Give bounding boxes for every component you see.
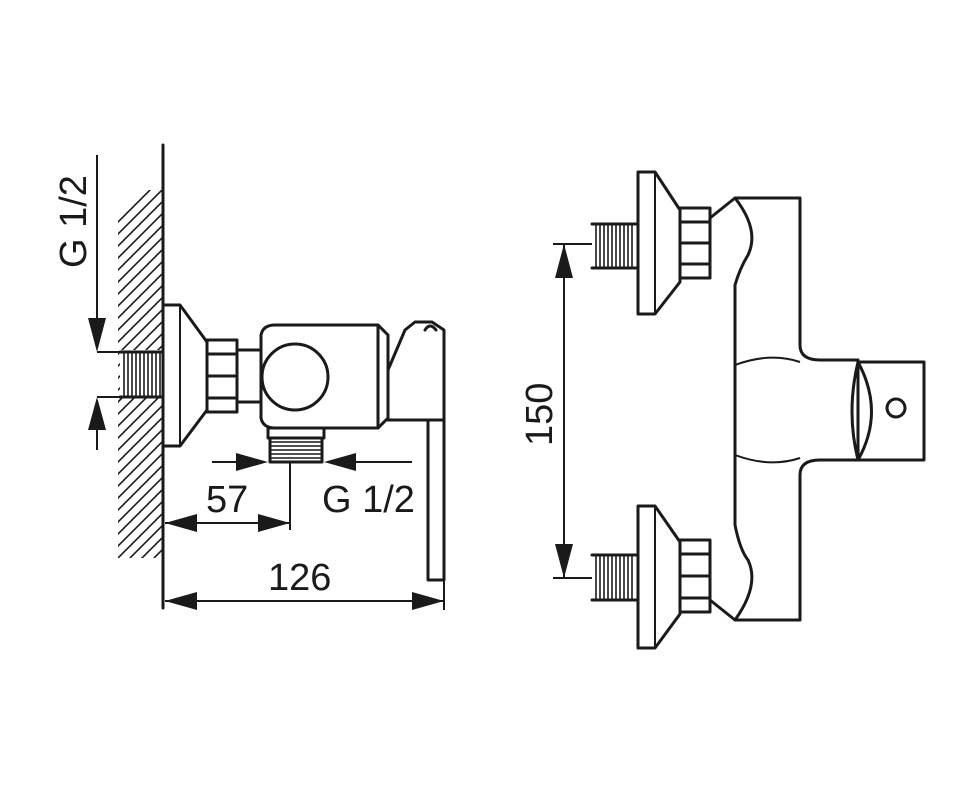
front-view: 150 bbox=[519, 170, 926, 650]
outlet-offset-dimension: 57 bbox=[165, 462, 291, 532]
bottom-inlet bbox=[590, 504, 712, 650]
side-view: G 1/2 G 1/2 57 126 bbox=[53, 143, 446, 610]
projection-label: 126 bbox=[268, 557, 331, 599]
outlet-thread bbox=[266, 426, 326, 464]
mixer-body-front bbox=[708, 196, 860, 622]
inlet-spacing-dimension: 150 bbox=[519, 243, 592, 579]
outlet-thread-dimension: G 1/2 bbox=[212, 453, 415, 521]
escutcheon bbox=[161, 303, 209, 448]
inlet-thread bbox=[118, 350, 165, 399]
inlet-thread-dimension: G 1/2 bbox=[53, 155, 124, 450]
hex-nut bbox=[205, 338, 263, 414]
lever-handle bbox=[386, 320, 446, 582]
top-inlet bbox=[590, 170, 712, 316]
outlet-offset-label: 57 bbox=[206, 479, 248, 521]
inlet-spacing-label: 150 bbox=[519, 383, 561, 446]
inlet-thread-label: G 1/2 bbox=[53, 175, 95, 268]
projection-dimension: 126 bbox=[165, 557, 445, 610]
lever-front bbox=[850, 360, 926, 462]
outlet-thread-label: G 1/2 bbox=[322, 479, 415, 521]
mixer-body bbox=[259, 323, 390, 430]
